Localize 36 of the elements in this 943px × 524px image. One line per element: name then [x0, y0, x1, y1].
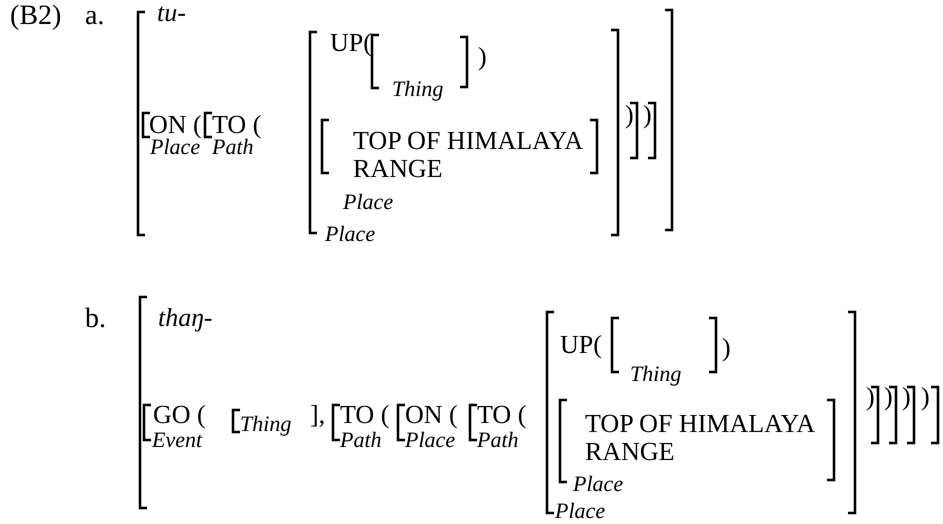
closing-parenthesis: ) — [884, 384, 893, 410]
category-subscript: Path — [477, 429, 519, 451]
function-name: UP( — [560, 332, 602, 358]
closing-parenthesis: ) — [866, 384, 875, 410]
function-name: ON ( — [149, 112, 202, 138]
category-subscript: Place — [405, 429, 456, 451]
concept-name: TOP OF HIMALAYA RANGE — [353, 127, 584, 184]
category-subscript: Event — [152, 429, 202, 451]
function-name: TO ( — [340, 402, 390, 428]
morpheme: tu- — [157, 0, 186, 26]
closing-parenthesis: ) — [722, 335, 731, 361]
category-subscript: Place — [325, 223, 376, 245]
function-name: TO ( — [477, 402, 526, 428]
morpheme: thaŋ- — [158, 305, 212, 331]
function-name: UP( — [330, 30, 372, 56]
closing-parenthesis: ) — [478, 44, 487, 70]
category-subscript: Place — [573, 473, 624, 495]
closing-parenthesis: ) — [625, 102, 634, 128]
category-subscript: Place — [555, 500, 606, 522]
closing-bracket: ], — [310, 402, 326, 428]
closing-parenthesis: ) — [643, 102, 652, 128]
concept-name: TOP OF HIMALAYA RANGE — [585, 410, 816, 466]
category-subscript: Thing — [240, 413, 292, 435]
category-subscript: Path — [212, 136, 254, 158]
closing-parenthesis: ) — [921, 384, 930, 410]
category-subscript: Thing — [392, 78, 444, 100]
function-name: GO ( — [153, 402, 206, 428]
category-subscript: Thing — [630, 363, 682, 385]
example-number: (B2) — [10, 2, 62, 30]
category-subscript: Path — [340, 429, 382, 451]
example-letter: a. — [85, 2, 104, 30]
function-name: ON ( — [405, 402, 458, 428]
example-letter: b. — [85, 305, 106, 333]
closing-parenthesis: ) — [902, 384, 911, 410]
category-subscript: Place — [343, 191, 394, 213]
function-name: TO ( — [212, 112, 262, 138]
